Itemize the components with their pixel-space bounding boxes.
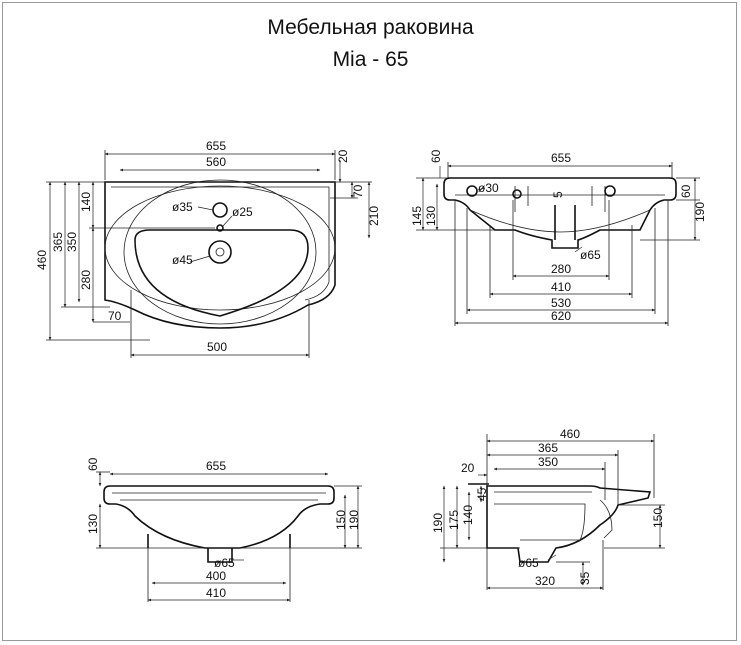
dim-side-150: 150 <box>651 508 665 528</box>
back-view-inner <box>455 186 665 233</box>
dim-top-280: 280 <box>79 270 93 290</box>
dim-side-45: 45 <box>475 487 489 501</box>
dim-back-width-410: 410 <box>551 280 571 294</box>
back-view-outline <box>443 177 677 249</box>
dim-back-60-right: 60 <box>679 184 693 198</box>
dim-top-350: 350 <box>65 232 79 252</box>
dim-top-width-655: 655 <box>206 139 226 153</box>
dim-top-width-70: 70 <box>108 309 122 323</box>
dim-back-tap-d30: ø30 <box>478 181 499 195</box>
front-view: 60 655 130 150 190 ø65 400 410 <box>86 457 362 602</box>
dim-top-210: 210 <box>367 206 381 226</box>
dim-front-190: 190 <box>347 510 361 530</box>
dim-side-width-365: 365 <box>538 441 558 455</box>
dim-side-35: 35 <box>578 571 592 585</box>
front-view-legs <box>147 534 291 548</box>
dim-side-width-20: 20 <box>461 461 475 475</box>
drawing-title: Мебельная раковина <box>267 16 474 39</box>
dim-front-drain-d65: ø65 <box>214 556 235 570</box>
dim-side-140: 140 <box>461 505 475 525</box>
back-view: 655 60 145 130 ø30 5 60 190 ø65 280 410 <box>410 149 707 326</box>
drain-center <box>215 247 225 257</box>
dim-side-190: 190 <box>431 513 445 533</box>
front-view-drain <box>207 548 233 563</box>
dim-side-drain-d65: ø65 <box>518 556 539 570</box>
dim-top-20: 20 <box>336 149 350 163</box>
dim-top-width-500: 500 <box>207 340 227 354</box>
dim-back-width-620: 620 <box>551 309 571 323</box>
dim-top-drain-d45: ø45 <box>172 253 193 267</box>
model-name: Mia - 65 <box>332 48 409 71</box>
outer-basin-edge <box>123 179 317 325</box>
dim-front-width-400: 400 <box>206 569 226 583</box>
tap-hole <box>212 202 228 218</box>
front-view-outline <box>103 485 335 549</box>
dim-top-365: 365 <box>51 232 65 252</box>
side-view-inner <box>494 491 613 541</box>
dim-top-tap-d35: ø35 <box>172 200 193 214</box>
dim-side-width-320: 320 <box>535 574 555 588</box>
basin-bowl <box>134 229 309 317</box>
back-view-drain <box>554 205 576 240</box>
dim-front-width-410: 410 <box>206 586 226 600</box>
rim-ellipse <box>104 185 336 311</box>
top-view: 655 560 500 70 20 70 210 460 365 <box>35 139 381 358</box>
back-view-tap-hole-right <box>604 185 616 197</box>
dim-side-width-350: 350 <box>538 455 558 469</box>
side-view-outline <box>486 485 652 563</box>
dim-back-130: 130 <box>424 206 438 226</box>
dim-top-width-560: 560 <box>206 155 226 169</box>
dim-top-460: 460 <box>35 250 49 270</box>
dim-front-130: 130 <box>86 514 100 534</box>
dim-front-60: 60 <box>86 457 100 471</box>
dim-back-190: 190 <box>693 202 707 222</box>
dim-back-145: 145 <box>410 206 424 226</box>
back-view-tap-hole-left <box>466 185 478 197</box>
side-view: 460 365 350 20 45 140 175 190 150 ø65 <box>431 427 665 590</box>
dim-back-width-280: 280 <box>551 262 571 276</box>
dim-back-drain-d65: ø65 <box>580 248 601 262</box>
dim-top-140: 140 <box>79 192 93 212</box>
dim-top-overflow-d25: ø25 <box>232 205 253 219</box>
front-view-rim <box>112 492 326 501</box>
dim-back-width-655: 655 <box>551 151 571 165</box>
dim-side-175: 175 <box>447 510 461 530</box>
dim-back-width-530: 530 <box>551 296 571 310</box>
dim-front-width-655: 655 <box>206 459 226 473</box>
dim-front-150: 150 <box>334 510 348 530</box>
dim-top-70: 70 <box>351 184 365 198</box>
top-view-outline <box>104 181 336 329</box>
drain-hole <box>208 240 232 264</box>
overflow-hole <box>216 224 224 232</box>
back-view-overflow <box>512 189 522 199</box>
dim-back-5: 5 <box>551 191 565 198</box>
dim-back-60: 60 <box>429 149 443 163</box>
dim-side-width-460: 460 <box>560 427 580 441</box>
top-view-rim <box>111 186 330 301</box>
